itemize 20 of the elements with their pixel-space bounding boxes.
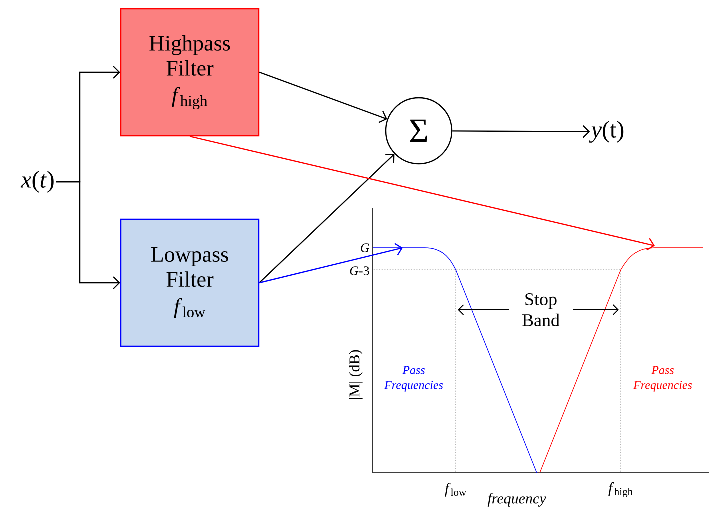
axis-tick-label: G — [361, 244, 370, 252]
signal-label: y(t) — [589, 121, 624, 143]
region-label: Pass Frequencies — [384, 366, 444, 392]
axis-tick-label: f$_{low}$ — [445, 483, 467, 497]
arrow — [259, 154, 395, 284]
arrow — [56, 181, 120, 290]
signal-label: x(t) — [20, 171, 54, 193]
lowpass-filter-box: Lowpass Filter f$_{low}$ — [120, 218, 260, 348]
axis-tick-label: f$_{high}$ — [608, 482, 633, 498]
arrow — [452, 125, 590, 138]
band-label: Stop Band — [509, 291, 573, 329]
arrow — [190, 136, 655, 251]
summing-junction: Σ — [385, 97, 453, 165]
highpass-filter-box: Highpass Filter f$_{high}$ — [120, 8, 260, 137]
axis-title: frequency — [488, 493, 546, 507]
arrow — [259, 72, 388, 124]
arrow — [259, 243, 403, 284]
axis-label: |M| (dB) — [349, 350, 363, 400]
region-label: Pass Frequencies — [634, 366, 692, 392]
axis-tick-label: G-3 — [350, 266, 370, 276]
